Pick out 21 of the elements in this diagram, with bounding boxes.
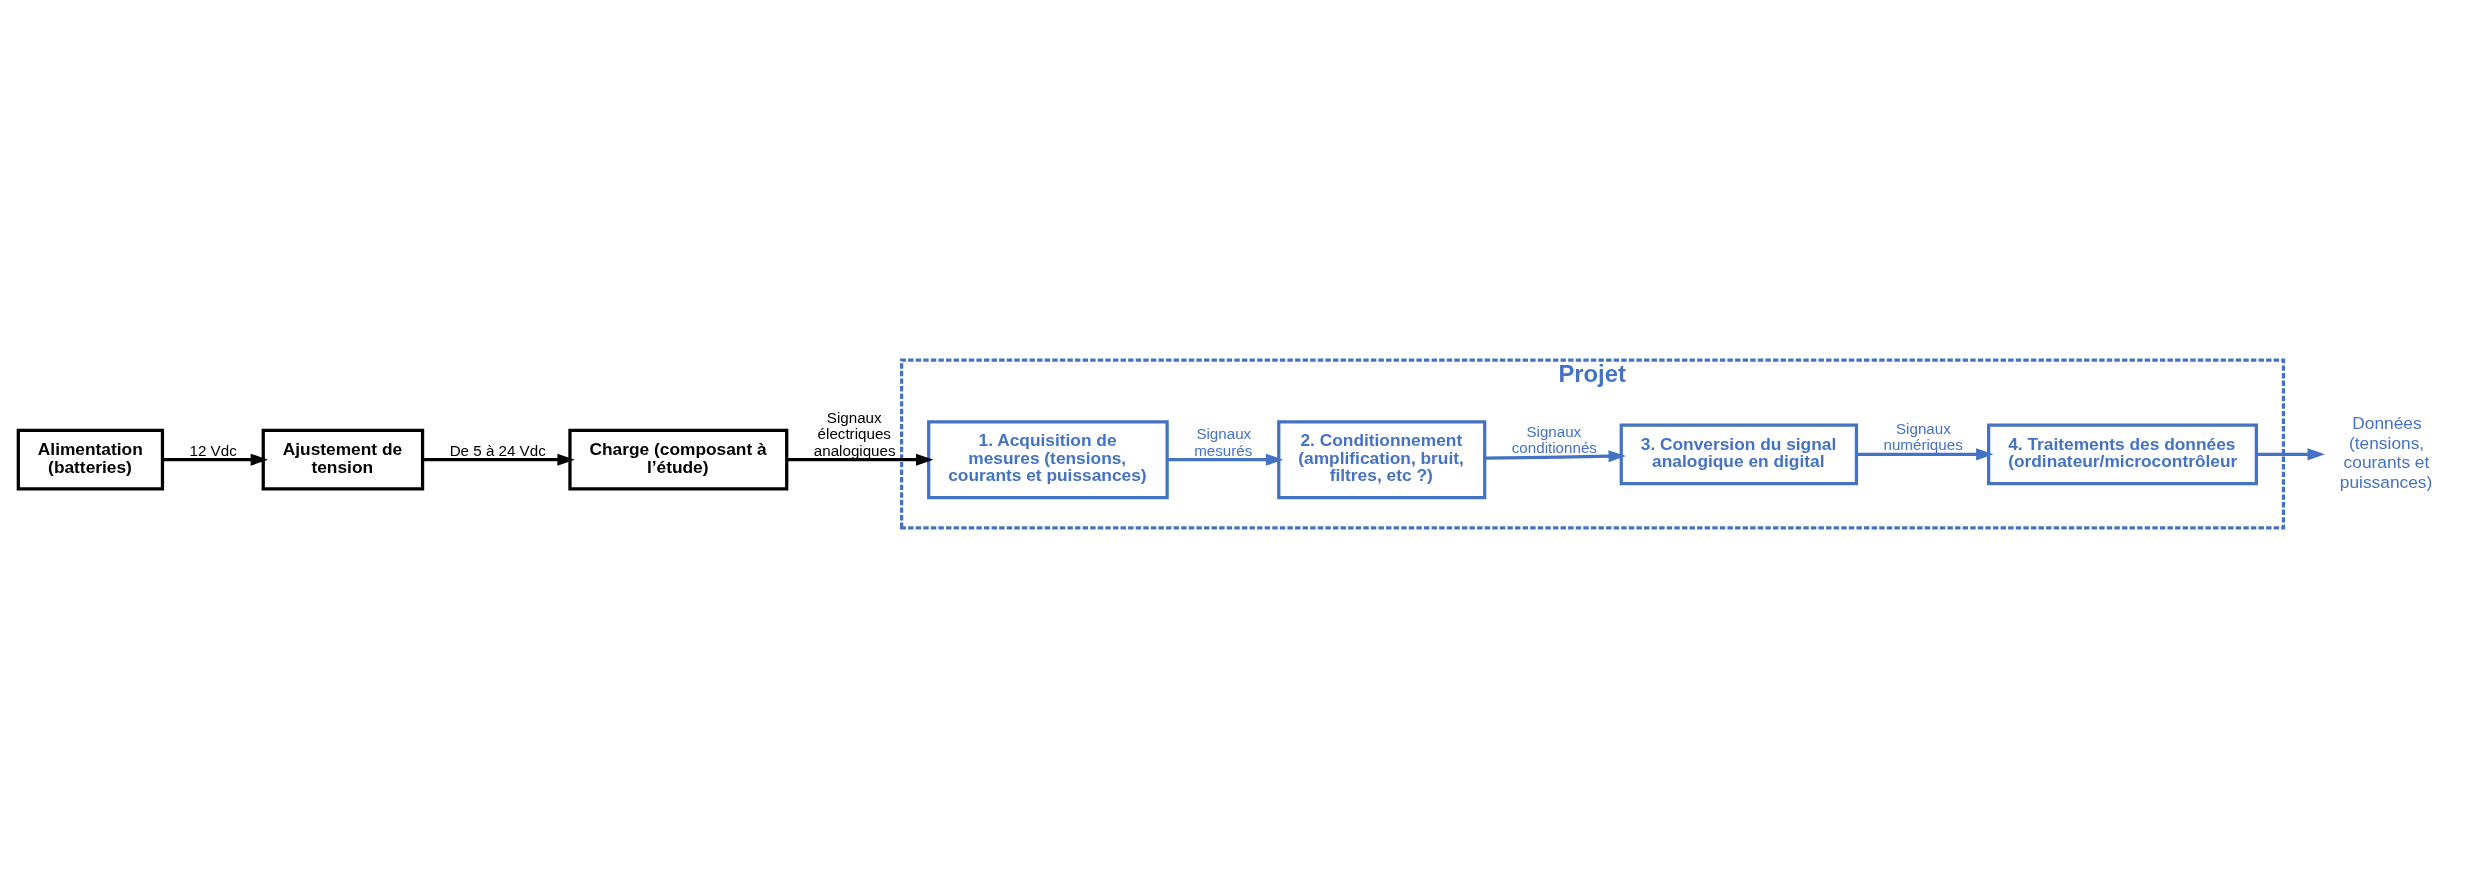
arrow (1484, 450, 1626, 463)
arrow (1167, 453, 1284, 466)
edge-label: De 5 à 24 Vdc (449, 441, 546, 459)
edge-label: Signaux mesurés (1194, 425, 1253, 459)
arrow (1856, 448, 1994, 461)
arrow (162, 453, 268, 466)
node-box: 3. Conversion du signal analogique en digital (1619, 423, 1859, 486)
arrow (2256, 448, 2325, 461)
edge-label: Signaux électriques analogiques (813, 409, 896, 459)
arrow (422, 453, 575, 466)
node-box: 2. Conditionnement (amplification, bruit, filtres, etc ?) (1277, 420, 1487, 500)
node-box: Ajustement de tension (261, 428, 425, 491)
arrow (787, 453, 934, 466)
node-box: 4. Traitements des données (ordinateur/microcontrôleur (1987, 423, 2258, 486)
node-box: 1. Acquisition de mesures (tensions, courants et puissances) (927, 420, 1169, 500)
edge-label: Signaux conditionnés (1511, 423, 1597, 457)
node-box: Alimentation (batteries) (16, 428, 165, 491)
node-text: Données (tensions, courants et puissances) (2339, 413, 2433, 492)
edge-label: 12 Vdc (189, 441, 237, 459)
node-box: Charge (composant à l’étude) (568, 428, 789, 491)
edge-label: Signaux numériques (1883, 419, 1963, 454)
